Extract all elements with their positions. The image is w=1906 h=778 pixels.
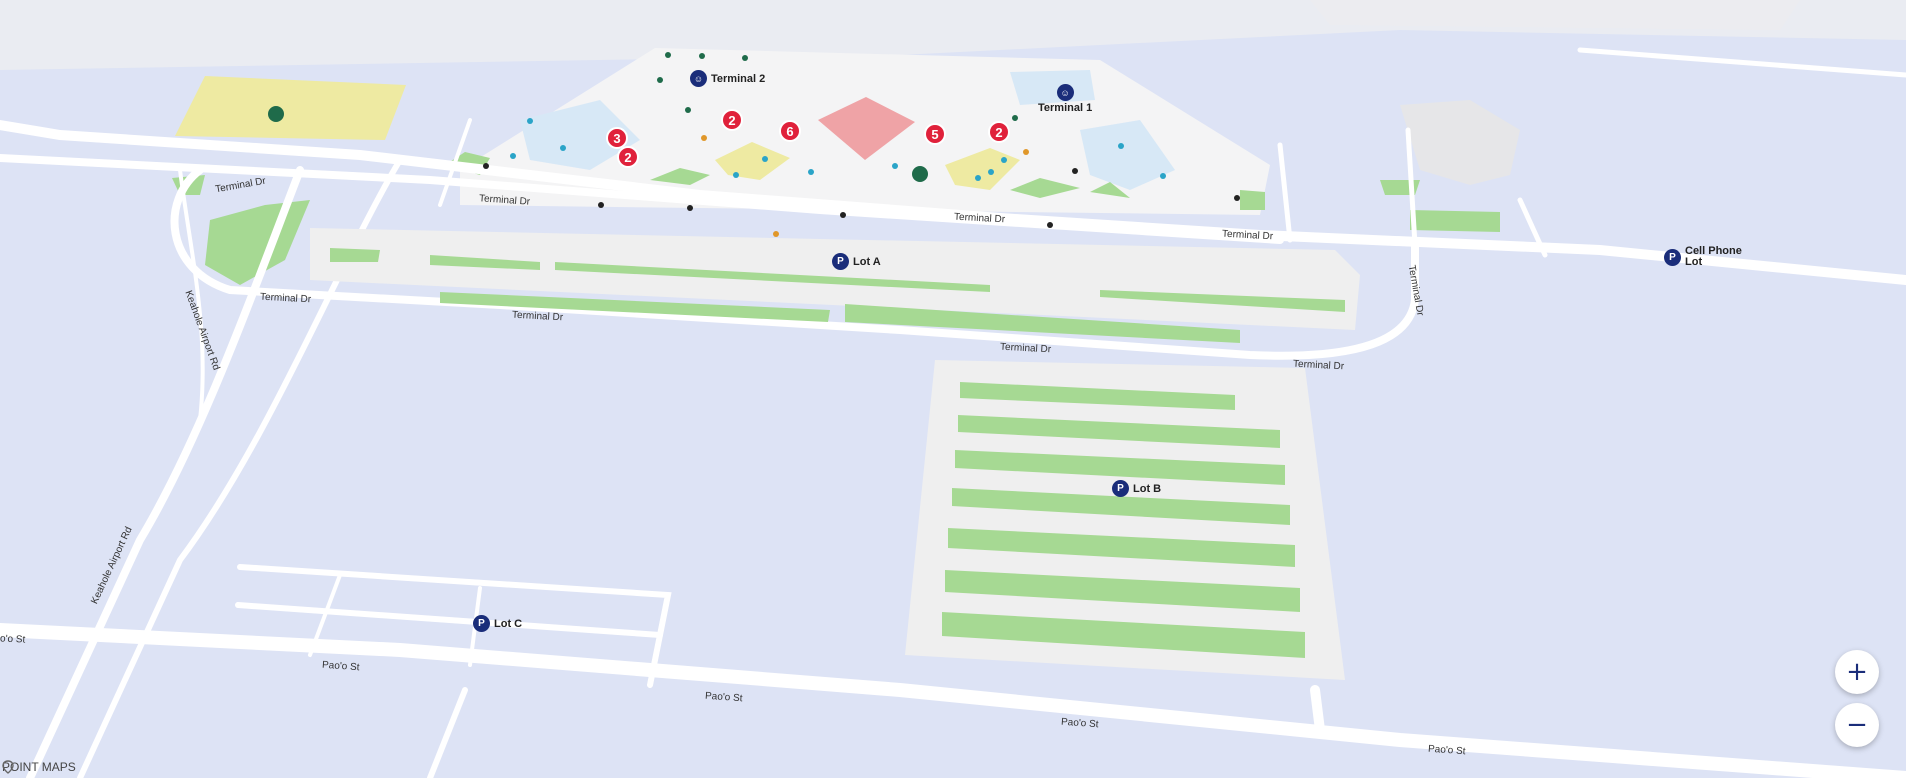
cluster-marker[interactable]: 5: [924, 123, 946, 145]
lot-a-marker[interactable]: P Lot A: [832, 253, 881, 270]
cluster-marker[interactable]: 2: [721, 109, 743, 131]
poi-dots: [483, 163, 1240, 228]
amenity-dots: [701, 135, 1029, 237]
gate-area: [520, 100, 640, 170]
cluster-marker[interactable]: 6: [779, 120, 801, 142]
building-block: [1400, 100, 1520, 185]
terminal-1-marker[interactable]: ☺ Terminal 1: [1038, 84, 1092, 114]
cell-phone-lot-label: Cell Phone Lot: [1685, 245, 1742, 268]
green-area: [650, 168, 710, 185]
zoom-out-button[interactable]: −: [1835, 703, 1879, 747]
zone-area: [945, 148, 1020, 190]
green-area: [1010, 178, 1080, 198]
cell-phone-lot-marker[interactable]: P Cell Phone Lot: [1664, 246, 1745, 268]
lot-a-medians: [330, 248, 1345, 343]
green-area: [1090, 182, 1130, 198]
terminal-2-label: Terminal 2: [711, 72, 766, 85]
cluster-marker[interactable]: 2: [988, 121, 1010, 143]
gate-dots: [510, 118, 1166, 181]
lot-c-label: Lot C: [494, 617, 523, 630]
zone-marker: [912, 166, 928, 182]
point-maps-brand: POINT MAPS: [2, 760, 76, 774]
zone-area: [175, 76, 406, 140]
gate-area: [1080, 120, 1175, 190]
map-pin-icon: [2, 760, 14, 774]
zone-marker: [268, 106, 284, 122]
parking-icon: P: [473, 615, 490, 632]
terrain-area: [1310, 0, 1800, 30]
brand-label: POINT MAPS: [2, 760, 76, 774]
lot-b-medians: [942, 382, 1305, 658]
lot-a-label: Lot A: [853, 255, 881, 268]
person-icon: ☺: [1056, 84, 1074, 101]
road-label-paoo-st: o'o St: [0, 633, 26, 646]
terminal-1-label: Terminal 1: [1038, 102, 1093, 114]
cluster-marker[interactable]: 2: [617, 146, 639, 168]
zone-area: [715, 142, 790, 180]
parking-icon: P: [1112, 480, 1129, 497]
parking-icon: P: [1664, 248, 1681, 266]
lot-c-marker[interactable]: P Lot C: [473, 615, 522, 632]
person-icon: ☺: [690, 70, 707, 87]
zoom-in-button[interactable]: +: [1835, 650, 1879, 694]
parking-icon: P: [832, 253, 849, 270]
gate-area: [1010, 70, 1095, 105]
terminal-2-marker[interactable]: ☺ Terminal 2: [690, 70, 765, 87]
lot-b-label: Lot B: [1133, 482, 1162, 495]
highlighted-building: [818, 97, 915, 160]
green-area: [1240, 190, 1265, 210]
service-dots: [657, 52, 1018, 121]
cluster-marker[interactable]: 3: [606, 127, 628, 149]
lot-b-marker[interactable]: P Lot B: [1112, 480, 1161, 497]
green-area: [1410, 210, 1500, 232]
